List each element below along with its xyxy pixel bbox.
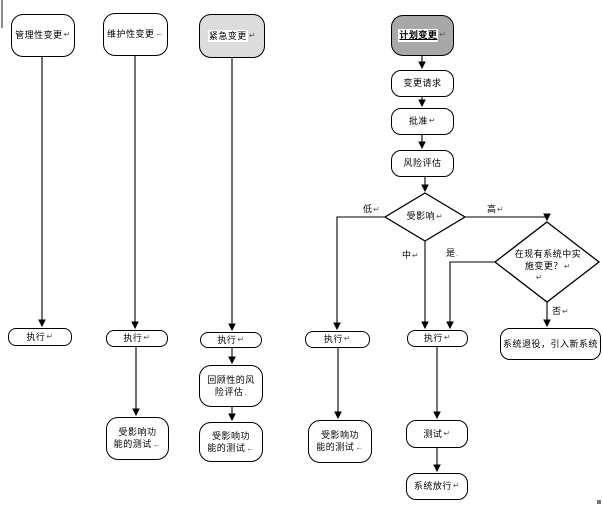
edge-label-no: 否↵ — [552, 304, 569, 317]
return-mark: ← — [155, 29, 164, 39]
node-retrospective-risk-line1: 回顾性的风 — [207, 374, 255, 385]
return-mark: ↵ — [412, 251, 419, 260]
return-mark: ↵ — [248, 30, 257, 40]
return-mark: ↵ — [343, 334, 352, 344]
decision-implement-label: 在现有系统中实 施变更？↵ ↵ — [501, 249, 595, 284]
decision-implement-line2: 施变更？ — [524, 260, 563, 271]
cursor-mark — [1, 0, 3, 28]
decision-affected-text: 受影响 — [406, 211, 436, 221]
decision-affected-label: 受影响↵ — [395, 211, 455, 223]
node-affected-test-line2: 能的测试 — [316, 442, 355, 453]
edge-label-yes: 是. — [446, 246, 458, 259]
return-mark: ↵ — [439, 30, 447, 40]
node-emergency-change: 紧急变更↵ — [199, 14, 265, 58]
return-mark: ↵ — [443, 333, 452, 343]
decision-implement-line1: 在现有系统中实 — [514, 249, 582, 259]
node-affected-test-line1: 受影响功 — [211, 430, 250, 441]
return-mark: ↵ — [46, 331, 54, 341]
node-affected-test-low: 受影响功 能的测试← — [308, 420, 372, 463]
node-execute-admin: 执行↵ — [8, 328, 72, 346]
return-mark: ← — [152, 440, 162, 450]
return-mark: ↵ — [63, 30, 71, 40]
edge-label-low: 低↵ — [363, 202, 380, 215]
node-execute-maintenance-label: 执行 — [123, 333, 143, 344]
node-approve: 批准↵ — [391, 108, 454, 135]
edge-label-high: 高↵ — [487, 202, 504, 215]
return-mark: ↵ — [563, 261, 572, 271]
node-system-release-label: 系统放行 — [413, 481, 452, 492]
decision-affected-shape — [383, 192, 467, 242]
node-retrospective-risk-line2: 险评估 — [214, 386, 244, 397]
node-retrospective-risk: 回顾性的风 险评估. — [199, 365, 263, 407]
return-mark: ↵ — [535, 273, 544, 283]
return-mark: ↵ — [562, 307, 569, 316]
edge-label-medium-text: 中 — [402, 250, 412, 260]
return-mark: ↵ — [428, 116, 437, 126]
return-mark: ← — [355, 443, 364, 453]
node-change-request: 变更请求 — [391, 70, 454, 97]
node-risk-assessment: 风险评估 — [391, 150, 454, 177]
return-mark: ↵ — [237, 334, 245, 344]
decision-implement-shape — [493, 221, 601, 303]
node-approve-label: 批准 — [408, 116, 428, 127]
return-mark: ↵ — [452, 481, 461, 491]
edge-label-yes-text: 是 — [446, 248, 456, 258]
node-emergency-change-label: 紧急变更 — [207, 29, 248, 43]
node-system-release: 系统放行↵ — [406, 473, 468, 500]
node-test: 测试↵ — [406, 420, 468, 448]
node-planned-change-label: 计划变更 — [398, 29, 439, 42]
paragraph-mark — [597, 500, 601, 504]
node-execute-low: 执行↵ — [305, 331, 370, 348]
node-maintenance-change: 维护性变更← — [103, 13, 168, 56]
node-affected-test-emergency: 受影响功 能的测试← — [199, 422, 263, 462]
node-planned-change: 计划变更↵ — [391, 15, 454, 56]
node-execute-emergency: 执行↵ — [200, 332, 262, 348]
node-execute-admin-label: 执行 — [26, 331, 46, 342]
node-risk-assessment-label: 风险评估 — [403, 158, 442, 169]
node-system-retire: 系统退役，引入新系统 — [500, 328, 601, 360]
node-maintenance-change-label: 维护性变更 — [106, 29, 155, 40]
node-affected-test-maintenance: 受影响功 能的测试← — [106, 417, 169, 460]
edge-label-no-text: 否 — [552, 306, 562, 316]
node-test-label: 测试 — [423, 428, 443, 439]
node-change-request-label: 变更请求 — [403, 78, 442, 89]
edge-label-low-text: 低 — [363, 204, 373, 214]
edge-high-implement — [465, 213, 551, 222]
node-execute-low-label: 执行 — [323, 334, 343, 345]
edge-label-high-text: 高 — [487, 204, 497, 214]
return-mark: ↵ — [436, 212, 444, 221]
return-mark: ↵ — [443, 428, 451, 438]
node-execute-maintenance: 执行↵ — [106, 330, 168, 347]
node-affected-test-line1: 受影响功 — [320, 430, 359, 441]
node-system-retire-label: 系统退役，引入新系统 — [502, 338, 598, 349]
node-execute-medium: 执行↵ — [407, 330, 468, 347]
node-affected-test-line2: 能的测试 — [207, 442, 246, 453]
node-execute-emergency-label: 执行 — [217, 334, 237, 345]
node-admin-change: 管理性变更↵ — [11, 14, 75, 57]
node-affected-test-line2: 能的测试 — [113, 439, 152, 450]
return-mark: ← — [246, 443, 255, 453]
edge-yes-exec5 — [446, 261, 495, 330]
return-mark: ↵ — [373, 205, 380, 214]
node-affected-test-line1: 受影响功 — [118, 427, 157, 438]
edge-label-medium: 中↵ — [402, 248, 419, 261]
edge-low-exec4 — [333, 216, 385, 331]
return-mark: ↵ — [143, 333, 151, 343]
node-admin-change-label: 管理性变更 — [15, 30, 63, 41]
return-mark: . — [456, 249, 459, 258]
node-execute-medium-label: 执行 — [423, 333, 443, 344]
return-mark: . — [244, 387, 248, 397]
return-mark: ↵ — [497, 205, 504, 214]
